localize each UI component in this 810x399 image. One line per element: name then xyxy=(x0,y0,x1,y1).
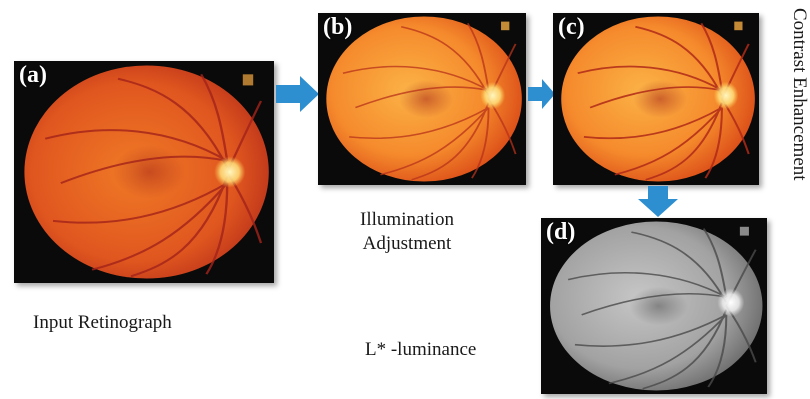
panel-c-contrast-enhanced: (c) xyxy=(553,13,759,185)
panel-a-input-retinograph: (a) xyxy=(14,61,274,283)
caption-input-retinograph: Input Retinograph xyxy=(33,311,172,335)
panel-b-label: (b) xyxy=(323,14,352,41)
caption-illumination-line1: Illumination xyxy=(352,208,462,232)
caption-illumination-line2: Adjustment xyxy=(352,232,462,256)
panel-a-label: (a) xyxy=(19,62,47,89)
panel-c-label: (c) xyxy=(558,14,585,41)
panel-d-label: (d) xyxy=(546,219,575,246)
panel-b-illumination-adjusted: (b) xyxy=(318,13,526,185)
arrow-down-icon xyxy=(637,186,679,218)
arrow-right-icon xyxy=(276,74,320,114)
panel-d-luminance: (d) xyxy=(541,218,767,394)
caption-luminance: L* -luminance xyxy=(365,338,476,362)
retina-image-color xyxy=(14,61,274,283)
arrow-right-icon xyxy=(528,78,556,110)
caption-contrast-enhancement: Contrast Enhancement xyxy=(788,8,810,181)
caption-illumination-adjustment: Illumination Adjustment xyxy=(352,208,462,256)
